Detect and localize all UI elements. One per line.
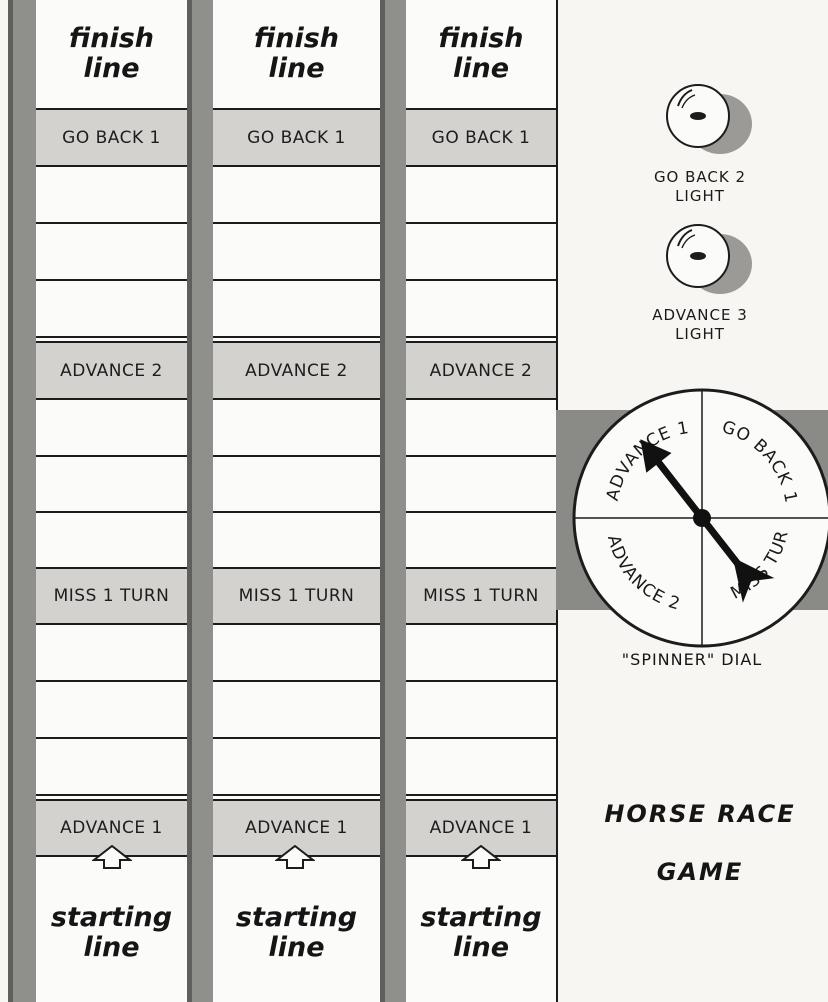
square-label: ADVANCE 1	[60, 818, 163, 838]
rail-edge	[8, 0, 13, 1002]
go-back-2-light: GO BACK 2 LIGHT	[600, 72, 800, 206]
lane-square	[213, 279, 380, 336]
lane-square	[36, 511, 187, 567]
lane-square	[36, 279, 187, 336]
square-label: ADVANCE 2	[60, 361, 163, 381]
light-label: ADVANCE 3	[600, 306, 800, 325]
lane-square: ADVANCE 2	[406, 341, 556, 398]
lane-square	[406, 455, 556, 511]
square-label: ADVANCE 1	[245, 818, 348, 838]
game-title: HORSE RACE	[580, 800, 820, 828]
lane-square	[36, 623, 187, 680]
light-bulb-icon	[640, 72, 760, 168]
lane-square	[213, 398, 380, 455]
lane-square	[406, 623, 556, 680]
start-arrow-icon	[275, 845, 315, 869]
light-label: LIGHT	[600, 325, 800, 344]
lane-square	[36, 398, 187, 455]
square-label: ADVANCE 1	[430, 818, 533, 838]
lane-square	[213, 222, 380, 279]
lane-square	[406, 279, 556, 336]
lane-square	[36, 737, 187, 794]
lane-square	[406, 222, 556, 279]
square-label: GO BACK 1	[62, 128, 161, 148]
lane-square: ADVANCE 2	[213, 341, 380, 398]
lane-square	[213, 737, 380, 794]
spinner-dial-graphic: ADVANCE 1 GO BACK 1 MISS TURN ADVANCE 2	[562, 378, 828, 658]
rail-edge	[380, 0, 385, 1002]
lane-square: GO BACK 1	[406, 108, 556, 165]
lane-square	[36, 680, 187, 737]
lane-square	[213, 165, 380, 222]
lane-square	[213, 455, 380, 511]
lane-square	[406, 511, 556, 567]
lane-square	[213, 511, 380, 567]
light-label: LIGHT	[600, 187, 800, 206]
lane-square	[213, 680, 380, 737]
lane-square: GO BACK 1	[213, 108, 380, 165]
lane-square	[36, 455, 187, 511]
square-label: GO BACK 1	[432, 128, 531, 148]
lane-square	[406, 165, 556, 222]
rail-edge	[187, 0, 192, 1002]
game-title: GAME	[600, 858, 800, 886]
square-label: GO BACK 1	[247, 128, 346, 148]
lane-square: MISS 1 TURN	[36, 567, 187, 623]
square-label: MISS 1 TURN	[54, 586, 170, 606]
square-label: MISS 1 TURN	[423, 586, 539, 606]
start-arrow-icon	[92, 845, 132, 869]
lane-square	[406, 680, 556, 737]
light-label: GO BACK 2	[600, 168, 800, 187]
lane-square: ADVANCE 2	[36, 341, 187, 398]
lane-square: GO BACK 1	[36, 108, 187, 165]
lane-square	[406, 398, 556, 455]
lane-square: MISS 1 TURN	[213, 567, 380, 623]
spinner-dial[interactable]: ADVANCE 1 GO BACK 1 MISS TURN ADVANCE 2	[562, 378, 828, 658]
lane-square: MISS 1 TURN	[406, 567, 556, 623]
advance-3-light: ADVANCE 3 LIGHT	[600, 210, 800, 344]
spinner-caption: "SPINNER" DIAL	[556, 650, 828, 669]
lane-square	[213, 623, 380, 680]
light-bulb-icon	[640, 210, 760, 306]
square-label: ADVANCE 2	[430, 361, 533, 381]
square-label: MISS 1 TURN	[239, 586, 355, 606]
square-label: ADVANCE 2	[245, 361, 348, 381]
start-arrow-icon	[461, 845, 501, 869]
lane-square	[406, 737, 556, 794]
lane-square	[36, 165, 187, 222]
lane-square	[36, 222, 187, 279]
